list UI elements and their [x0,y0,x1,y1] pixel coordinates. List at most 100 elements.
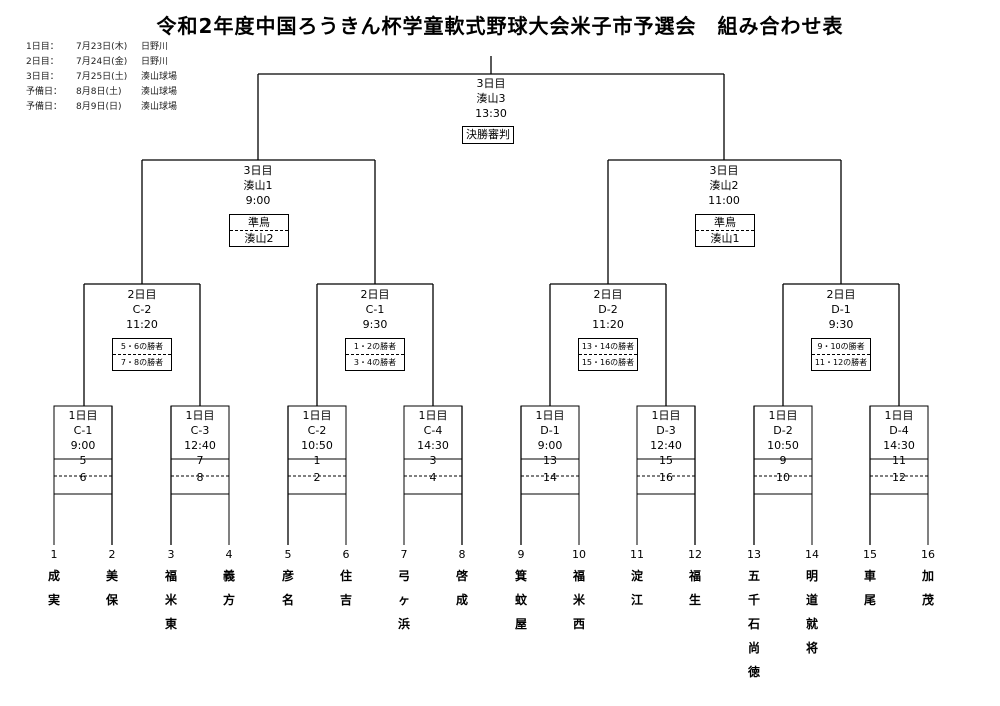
final-match: 3日目 湊山3 13:30 [451,76,531,121]
match-time: 14:30 [417,439,449,452]
team-name-char: 啓 [455,569,468,583]
team-name-char: 米 [164,593,177,607]
match-field: 湊山2 [709,179,739,192]
semi-match-left: 3日目 湊山1 9:00 [218,163,298,208]
schedule-row: 予備日：8月9日(日)湊山球場 [26,100,177,115]
team-name-char: 加 [921,569,934,583]
round1-match: 1日目 C-1 9:00 5 6 [54,408,112,485]
schedule-day: 予備日： [26,102,63,112]
team-name-char: 福 [572,569,585,583]
team-name: 明道就将 [801,564,823,660]
pair-bottom: 2 [313,471,321,484]
team-name-char: 尚 [747,641,760,655]
pair-bottom: 10 [776,471,790,484]
schedule-row: 3日目： 7月25日(土) 湊山球場 [26,70,177,85]
team-name: 淀江 [626,564,648,612]
team-name-char: 義 [222,569,235,583]
quarter-pair: 13・14の勝者 15・16の勝者 [578,338,638,371]
match-field: 湊山3 [476,92,506,105]
quarter-pair: 1・2の勝者 3・4の勝者 [345,338,405,371]
team-name-char: 弓 [397,569,410,583]
schedule-date: 7月24日(金) [76,57,128,67]
team-name-char: 箕 [514,569,527,583]
team-name-char: 浜 [397,617,410,631]
match-day: 2日目 [593,288,623,301]
match-field: 湊山1 [243,179,273,192]
team-name-char: 蚊 [514,593,527,607]
pair-bottom: 3・4の勝者 [346,354,404,370]
schedule-row: 1日目：7月23日(木)日野川 [26,40,177,55]
team-name: 車尾 [859,564,881,612]
quarter-match: 2日目 C-1 9:30 [335,287,415,332]
team-name-char: 江 [630,593,643,607]
match-time: 11:20 [126,318,158,331]
team-name: 美保 [101,564,123,612]
team-name: 福米東 [160,564,182,636]
team-name-char: 福 [688,569,701,583]
page-title: 令和2年度中国ろうきん杯学童軟式野球大会米子市予選会 組み合わせ表 [156,14,844,38]
team-seed-number: 8 [458,548,466,561]
team-name-char: 成 [47,569,60,583]
pair-bottom: 8 [196,471,204,484]
team-name-char: 美 [105,569,118,583]
quarter-pair: 5・6の勝者 7・8の勝者 [112,338,172,371]
team-name-char: 茂 [921,593,934,607]
match-code: D-2 [773,424,793,437]
team-seed-number: 1 [50,548,58,561]
team-seed-number: 16 [921,548,935,561]
match-day: 1日目 [185,409,215,422]
pair-top: 7 [196,454,204,467]
match-day: 2日目 [826,288,856,301]
schedule-date: 8月8日(土) [76,87,122,97]
schedule-list: 1日目：7月23日(木)日野川 2日目：7月24日(金)日野川 3日目：7月25… [26,40,177,115]
pair-bottom: 14 [543,471,557,484]
pair-top: 準鳥 [248,216,270,229]
quarter-match: 2日目 D-1 9:30 [801,287,881,332]
team-seed-number: 12 [688,548,702,561]
team-name-char: 実 [47,593,60,607]
schedule-venue: 湊山球場 [141,72,178,82]
team-name-char: 徳 [747,665,760,679]
semi-match-right: 3日目 湊山2 11:00 [684,163,764,208]
match-time: 9:00 [245,194,271,207]
schedule-date: 7月25日(土) [76,72,128,82]
quarter-pair: 9・10の勝者 11・12の勝者 [811,338,871,371]
team-name-char: 成 [455,593,468,607]
quarter-match: 2日目 C-2 11:20 [102,287,182,332]
match-day: 1日目 [651,409,681,422]
match-time: 14:30 [883,439,915,452]
team-name-char: 五 [747,569,760,583]
match-day: 1日目 [68,409,98,422]
team-name: 加茂 [917,564,939,612]
schedule-day: 2日目： [26,57,59,67]
team-name-char: 就 [805,617,818,631]
match-day: 1日目 [884,409,914,422]
round1-match: 1日目 C-3 12:40 7 8 [171,408,229,485]
pair-top: 3 [429,454,437,467]
team-seed-number: 5 [284,548,292,561]
match-code: C-1 [73,424,93,437]
match-time: 10:50 [301,439,333,452]
round1-match: 1日目 D-1 9:00 13 14 [521,408,579,485]
schedule-day: 3日目： [26,72,59,82]
team-seed-number: 2 [108,548,116,561]
match-code: C-1 [365,303,385,316]
team-name: 彦名 [277,564,299,612]
team-seed-number: 3 [167,548,175,561]
schedule-day: 1日目： [26,42,59,52]
semi-umpire-right: 準鳥 湊山1 [695,214,755,247]
schedule-date: 7月23日(木) [76,42,128,52]
final-label: 決勝審判 [462,126,514,144]
team-name-char: 屋 [514,617,527,631]
team-seed-number: 11 [630,548,644,561]
pair-bottom: 4 [429,471,437,484]
schedule-row: 2日目：7月24日(金)日野川 [26,55,177,70]
match-day: 1日目 [768,409,798,422]
team-seed-number: 13 [747,548,761,561]
team-name: 五千石尚徳 [743,564,765,684]
team-name: 弓ヶ浜 [393,564,415,636]
pair-bottom: 7・8の勝者 [113,354,171,370]
match-day: 1日目 [418,409,448,422]
schedule-row: 予備日：8月8日(土)湊山球場 [26,85,177,100]
match-code: C-4 [423,424,443,437]
